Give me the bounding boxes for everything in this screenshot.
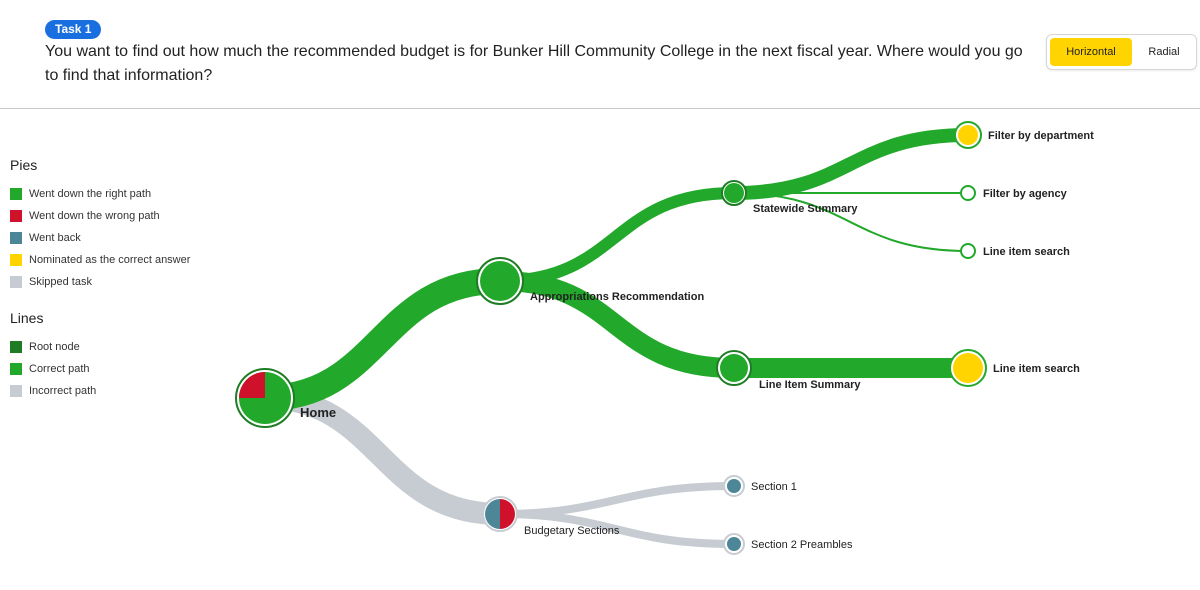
node-budgetary-sections[interactable] — [482, 496, 518, 532]
legend-label: Went down the wrong path — [29, 210, 160, 222]
legend-pies-title: Pies — [10, 157, 38, 173]
node-statewide[interactable] — [721, 180, 747, 206]
node-section-1[interactable] — [723, 475, 745, 497]
legend-swatch — [10, 341, 22, 353]
label-line-item-search-2: Line item search — [993, 363, 1080, 375]
horizontal-view-button[interactable]: Horizontal — [1050, 38, 1132, 66]
node-appropriations[interactable] — [476, 257, 524, 305]
view-toggle: Horizontal Radial — [1046, 34, 1197, 70]
label-budgetary-sections: Budgetary Sections — [524, 525, 620, 537]
node-section-2[interactable] — [723, 533, 745, 555]
legend-label: Went back — [29, 232, 81, 244]
link-statewide-lineitemsearch — [733, 192, 969, 252]
task-question: You want to find out how much the recomm… — [45, 43, 1023, 84]
node-line-item-summary[interactable] — [716, 350, 752, 386]
node-filter-agency[interactable] — [960, 185, 976, 201]
legend-label: Root node — [29, 341, 80, 353]
link-budgetary-section1 — [499, 482, 735, 518]
legend-swatch — [10, 363, 22, 375]
node-home[interactable] — [235, 368, 295, 428]
label-statewide: Statewide Summary — [753, 203, 858, 215]
pietree-diagram: Home Appropriations Recommendation State… — [235, 121, 1094, 555]
legend-swatch — [10, 385, 22, 397]
link-home-appropriations — [264, 268, 501, 411]
legend-lines-title: Lines — [10, 310, 44, 326]
label-line-item-search-1: Line item search — [983, 246, 1070, 258]
legend-item-incorrect-path: Incorrect path — [10, 380, 210, 402]
link-budgetary-section2 — [499, 510, 735, 548]
label-line-item-summary: Line Item Summary — [759, 379, 861, 391]
label-filter-department: Filter by department — [988, 130, 1094, 142]
task-badge: Task 1 — [45, 20, 102, 39]
legend: Pies Went down the right path Went down … — [10, 157, 210, 402]
node-line-item-search-2[interactable] — [949, 349, 987, 387]
legend-label: Correct path — [29, 363, 90, 375]
label-home: Home — [300, 405, 336, 420]
legend-label: Went down the right path — [29, 188, 152, 200]
label-appropriations: Appropriations Recommendation — [530, 291, 704, 303]
label-section-2: Section 2 Preambles — [751, 539, 853, 551]
legend-item-nominated: Nominated as the correct answer — [10, 249, 210, 271]
link-appropriations-lineitemsummary — [499, 271, 735, 378]
radial-view-button[interactable]: Radial — [1148, 46, 1180, 58]
link-appropriations-statewide — [499, 187, 735, 287]
legend-label: Nominated as the correct answer — [29, 254, 191, 266]
label-section-1: Section 1 — [751, 481, 797, 493]
legend-label: Skipped task — [29, 276, 92, 288]
task-header: Task 1 You want to find out how much the… — [0, 0, 1200, 109]
label-filter-agency: Filter by agency — [983, 188, 1068, 200]
legend-item-root-node: Root node — [10, 336, 210, 358]
node-line-item-search-1[interactable] — [960, 243, 976, 259]
legend-swatch — [10, 210, 22, 222]
link-statewide-filterdepartment — [733, 128, 969, 200]
node-filter-department[interactable] — [954, 121, 982, 149]
legend-item-correct-path: Correct path — [10, 358, 210, 380]
legend-item-wrong-path: Went down the wrong path — [10, 205, 210, 227]
legend-item-skipped: Skipped task — [10, 271, 210, 293]
legend-swatch — [10, 232, 22, 244]
legend-item-went-back: Went back — [10, 227, 210, 249]
legend-swatch — [10, 276, 22, 288]
legend-label: Incorrect path — [29, 385, 97, 397]
legend-item-right-path: Went down the right path — [10, 183, 210, 205]
legend-swatch — [10, 188, 22, 200]
legend-swatch — [10, 254, 22, 266]
